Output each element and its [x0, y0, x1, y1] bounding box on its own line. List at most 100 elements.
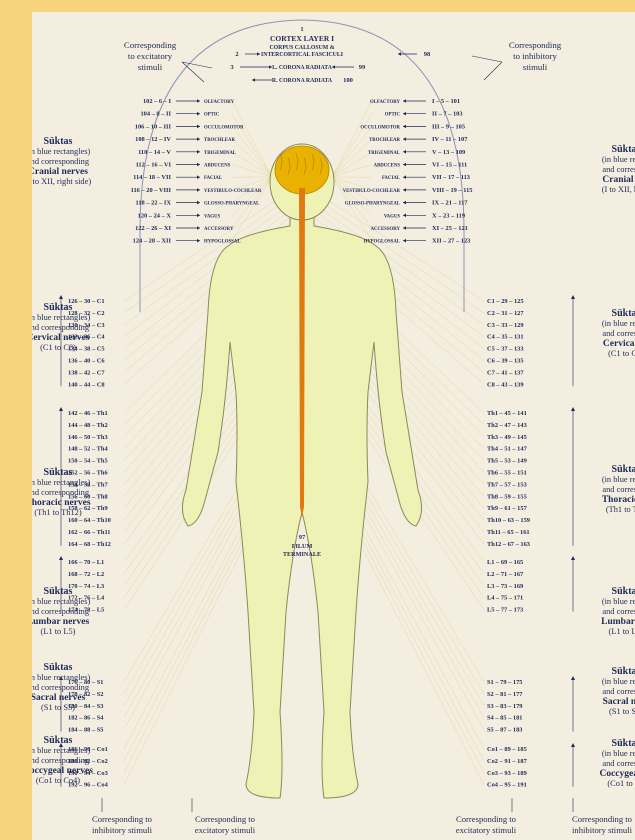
tl-arrow-lines	[182, 62, 212, 82]
spinal-left-row: 184 – 88 – S5	[68, 727, 104, 734]
cranial-left-nums: 122 – 26 – XI	[135, 225, 171, 232]
cranial-right-name: TROCHLEAR	[369, 138, 400, 143]
header-title: CORTEX LAYER I	[270, 34, 334, 43]
spinal-right-row: S3 – 83 – 179	[487, 703, 523, 710]
spinal-left-row: 138 – 42 – C7	[68, 369, 105, 376]
cranial-left-nums: 118 – 22 – IX	[135, 200, 171, 207]
cranial-right-nums: IV – 11 – 107	[432, 136, 468, 143]
bracket-left-head	[59, 407, 63, 411]
corner-br1-line: excitatory stimuli	[456, 825, 517, 835]
cranial-ray-right	[332, 177, 372, 215]
side-label-right-5: Süktas(in blue rectanand corresponCoccyg…	[580, 738, 635, 789]
side-label-h: Süktas	[32, 467, 104, 478]
cranial-left-arrow-head	[197, 99, 200, 103]
cranial-left-name: TROCHLEAR	[204, 138, 235, 143]
spinal-right-row: L3 – 73 – 169	[487, 583, 523, 590]
arrow-2-head	[257, 52, 260, 56]
cranial-right-name: OCCULOMOTOR	[360, 125, 400, 130]
spinal-right-row: C2 – 31 – 127	[487, 310, 524, 317]
side-label-left-2: Süktas(in blue rectangles)and correspond…	[32, 467, 104, 518]
side-label-r: (Co1 to Co4)	[32, 776, 104, 786]
cranial-right-name: OPTIC	[385, 113, 401, 118]
side-label-n: Sacral nerv	[580, 697, 635, 707]
corner-tl-line: stimuli	[138, 62, 163, 72]
cranial-ray-right	[332, 126, 372, 177]
side-label-h: Süktas	[32, 586, 104, 597]
spinal-right-row: Th8 – 59 – 155	[487, 493, 527, 500]
spinal-right-row: S2 – 81 – 177	[487, 691, 523, 698]
side-label-s1: (in blue rectan	[580, 677, 635, 687]
cranial-left-name: ACCESSORY	[204, 227, 234, 232]
corner-br2-line: inhibitory stimuli	[572, 825, 633, 835]
cranial-right-nums: VI – 15 – 111	[432, 162, 467, 169]
side-label-s2: and corresponding	[32, 488, 104, 498]
side-label-right-2: Süktas(in blue rectanand corresponThorac…	[580, 464, 635, 515]
spinal-right-row: Th3 – 49 – 145	[487, 434, 527, 441]
cranial-right-name: ACCESSORY	[371, 227, 401, 232]
spinal-right-row: Th4 – 51 – 147	[487, 446, 528, 453]
side-label-n: Cranial nerves	[32, 167, 104, 177]
side-label-r: (S1 to S5)	[580, 707, 635, 717]
side-label-h: Süktas	[580, 308, 635, 319]
cranial-left-arrow-head	[197, 226, 200, 230]
cranial-left-nums: 102 – 6 – I	[143, 98, 172, 105]
cranial-left-name: FACIAL	[204, 176, 222, 181]
corner-br1-line: Corresponding to	[456, 814, 516, 824]
side-label-s1: (in blue rectangles)	[32, 478, 104, 488]
spinal-left-row: 146 – 50 – Th3	[68, 434, 108, 441]
cranial-right-arrow-head	[403, 137, 406, 141]
side-label-right-4: Süktas(in blue rectanand corresponSacral…	[580, 666, 635, 717]
cranial-right-nums: IX – 21 – 117	[432, 200, 468, 207]
spinal-right-row: Co4 – 95 – 191	[487, 782, 527, 789]
spinal-right-row: Th7 – 57 – 153	[487, 481, 527, 488]
spinal-left-row: 142 – 46 – Th1	[68, 410, 108, 417]
spinal-right-row: Th10 – 63 – 159	[487, 517, 530, 524]
spinal-right-row: C6 – 39 – 135	[487, 358, 524, 365]
side-label-h: Süktas	[32, 662, 104, 673]
side-label-s1: (in blue rectangles)	[32, 313, 104, 323]
header-n2: 2	[235, 51, 238, 58]
cranial-ray-left	[232, 139, 272, 177]
cranial-left-arrow-head	[197, 188, 200, 192]
cranial-right-arrow-head	[403, 125, 406, 129]
cranial-left-nums: 120 – 24 – X	[138, 212, 172, 219]
cranial-right-name: OLFACTORY	[370, 100, 401, 105]
cranial-right-nums: V – 13 – 109	[432, 149, 465, 156]
arrow-lcorona-head	[332, 65, 335, 69]
spinal-right-row: Th2 – 47 – 143	[487, 422, 527, 429]
side-label-left-5: Süktas(in blue rectangles)and correspond…	[32, 735, 104, 786]
cranial-right-arrow-head	[403, 188, 406, 192]
cranial-right-arrow-head	[403, 175, 406, 179]
cranial-left-name: HYPOGLOSSAL	[204, 240, 241, 245]
cranial-ray-right	[332, 152, 372, 177]
side-label-s1: (in blue rectangles)	[32, 147, 104, 157]
corner-tl-line: Corresponding	[124, 40, 177, 50]
side-label-s2: and correspon	[580, 759, 635, 769]
brain	[275, 146, 329, 194]
bracket-left-head	[59, 295, 63, 299]
cranial-right-arrow-head	[403, 112, 406, 116]
spinal-right-row: Th9 – 61 – 157	[487, 505, 528, 512]
side-label-n: Sacral nerves	[32, 693, 104, 703]
spinal-left-row: 140 – 44 – C8	[68, 381, 105, 388]
arrow-98-head	[398, 52, 401, 56]
side-label-r: (Th1 to Th1	[580, 505, 635, 515]
side-label-right-3: Süktas(in blue rectanand corresponLumbar…	[580, 586, 635, 637]
cranial-right-arrow-head	[403, 214, 406, 218]
side-label-h: Süktas	[32, 302, 104, 313]
side-label-n: Thoracic ne	[580, 495, 635, 505]
spinal-right-row: Co3 – 93 – 189	[487, 770, 527, 777]
cranial-left-nums: 114 – 18 – VII	[133, 174, 171, 181]
side-label-n: Lumbar ner	[580, 617, 635, 627]
spinal-right-row: L4 – 75 – 171	[487, 595, 523, 602]
cranial-right-nums: XII – 27 – 123	[432, 238, 470, 245]
spinal-right-row: L5 – 77 – 173	[487, 607, 523, 614]
cranial-left-name: GLOSSO-PHARYNGEAL	[204, 202, 259, 207]
cranial-left-arrow-head	[197, 150, 200, 154]
spinal-left-row: 162 – 66 – Th11	[68, 529, 111, 536]
cranial-ray-left	[232, 114, 272, 177]
cranial-left-nums: 116 – 20 – VIII	[131, 187, 172, 194]
cranial-left-nums: 110 – 14 – V	[138, 149, 171, 156]
